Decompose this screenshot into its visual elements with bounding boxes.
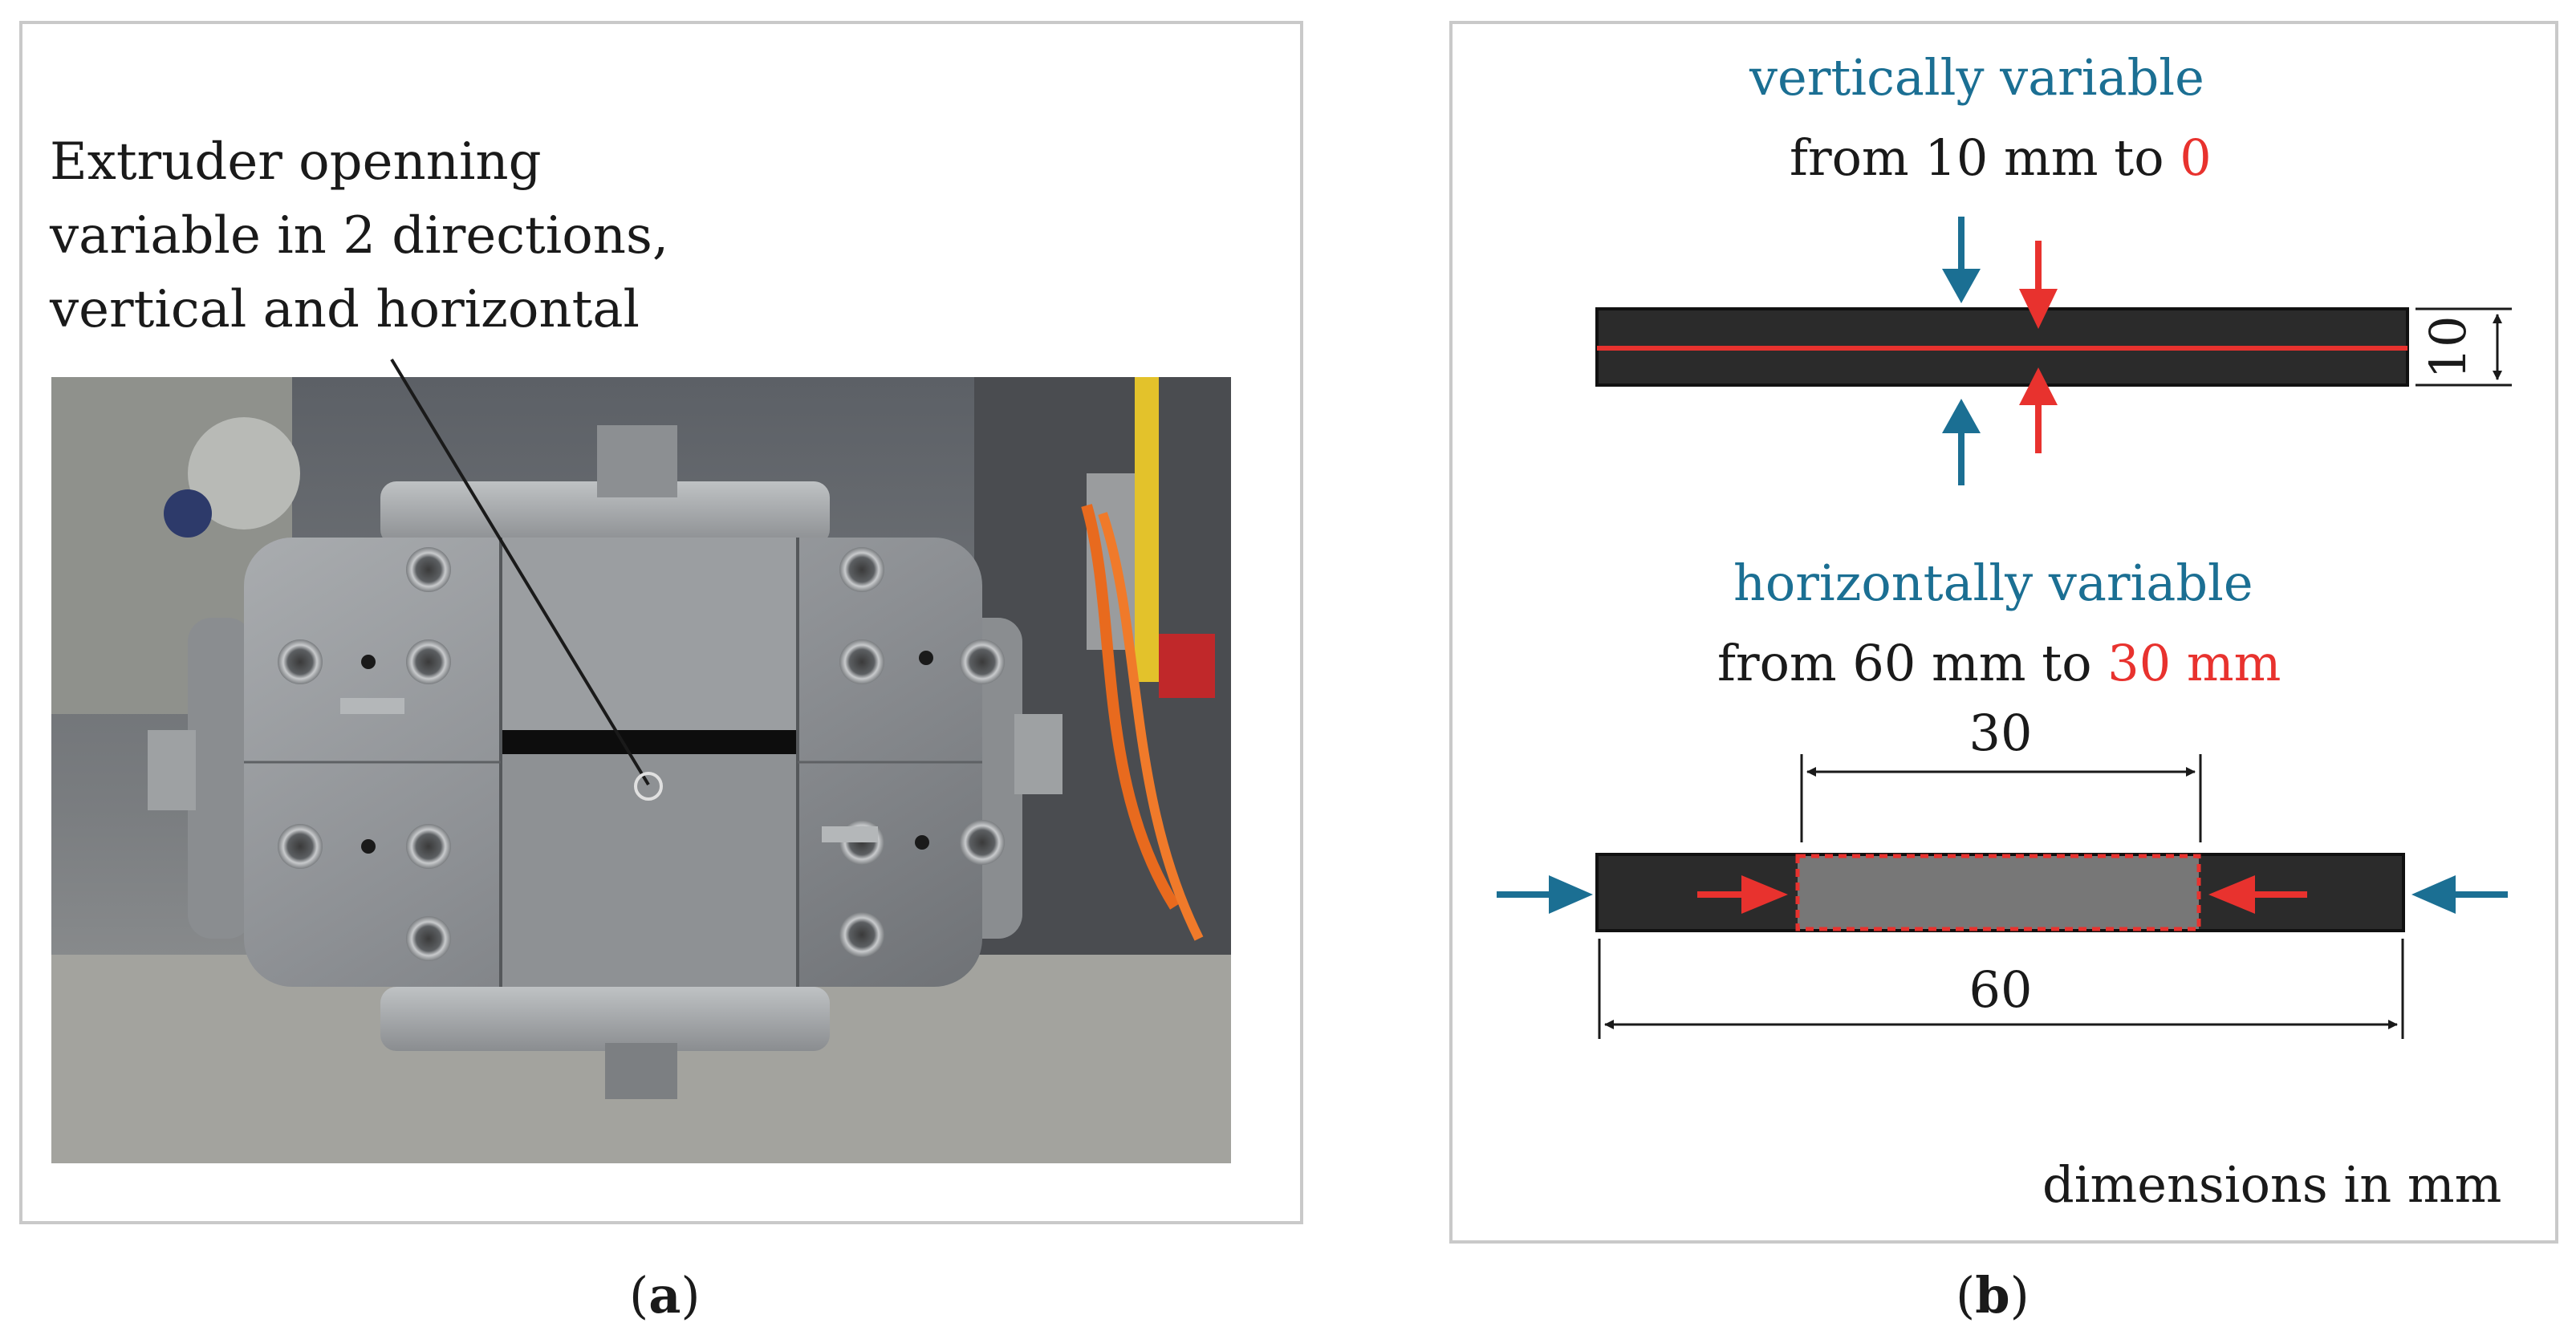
annotation-text: Extruder openning variable in 2 directio… [50,125,772,347]
vertical-range: from 10 mm to 0 [1790,128,2212,187]
horizontal-range: from 60 mm to 30 mm [1717,634,2281,692]
annotation-line-1: Extruder openning [50,132,542,192]
caption-b: (b) [1956,1266,2030,1325]
panel-b [1449,21,2558,1244]
vertical-title: vertically variable [1749,48,2204,107]
caption-a-open: ( [629,1266,649,1325]
annotation-line-3: vertical and horizontal [50,280,640,339]
annotation-line-2: variable in 2 directions, [50,206,669,266]
units-note: dimensions in mm [2042,1155,2502,1214]
caption-a: (a) [629,1266,701,1325]
extruder-photo [51,377,1231,1163]
caption-b-open: ( [1956,1266,1976,1325]
vertical-range-prefix: from 10 mm to [1790,128,2180,187]
caption-a-close: ) [681,1266,701,1325]
caption-a-letter: a [648,1266,681,1325]
horizontal-range-target: 30 mm [2107,634,2281,692]
horizontal-title: horizontally variable [1733,554,2253,612]
caption-b-letter: b [1975,1266,2010,1325]
vertical-range-target: 0 [2180,128,2212,187]
horizontal-range-prefix: from 60 mm to [1717,634,2108,692]
caption-b-close: ) [2009,1266,2030,1325]
